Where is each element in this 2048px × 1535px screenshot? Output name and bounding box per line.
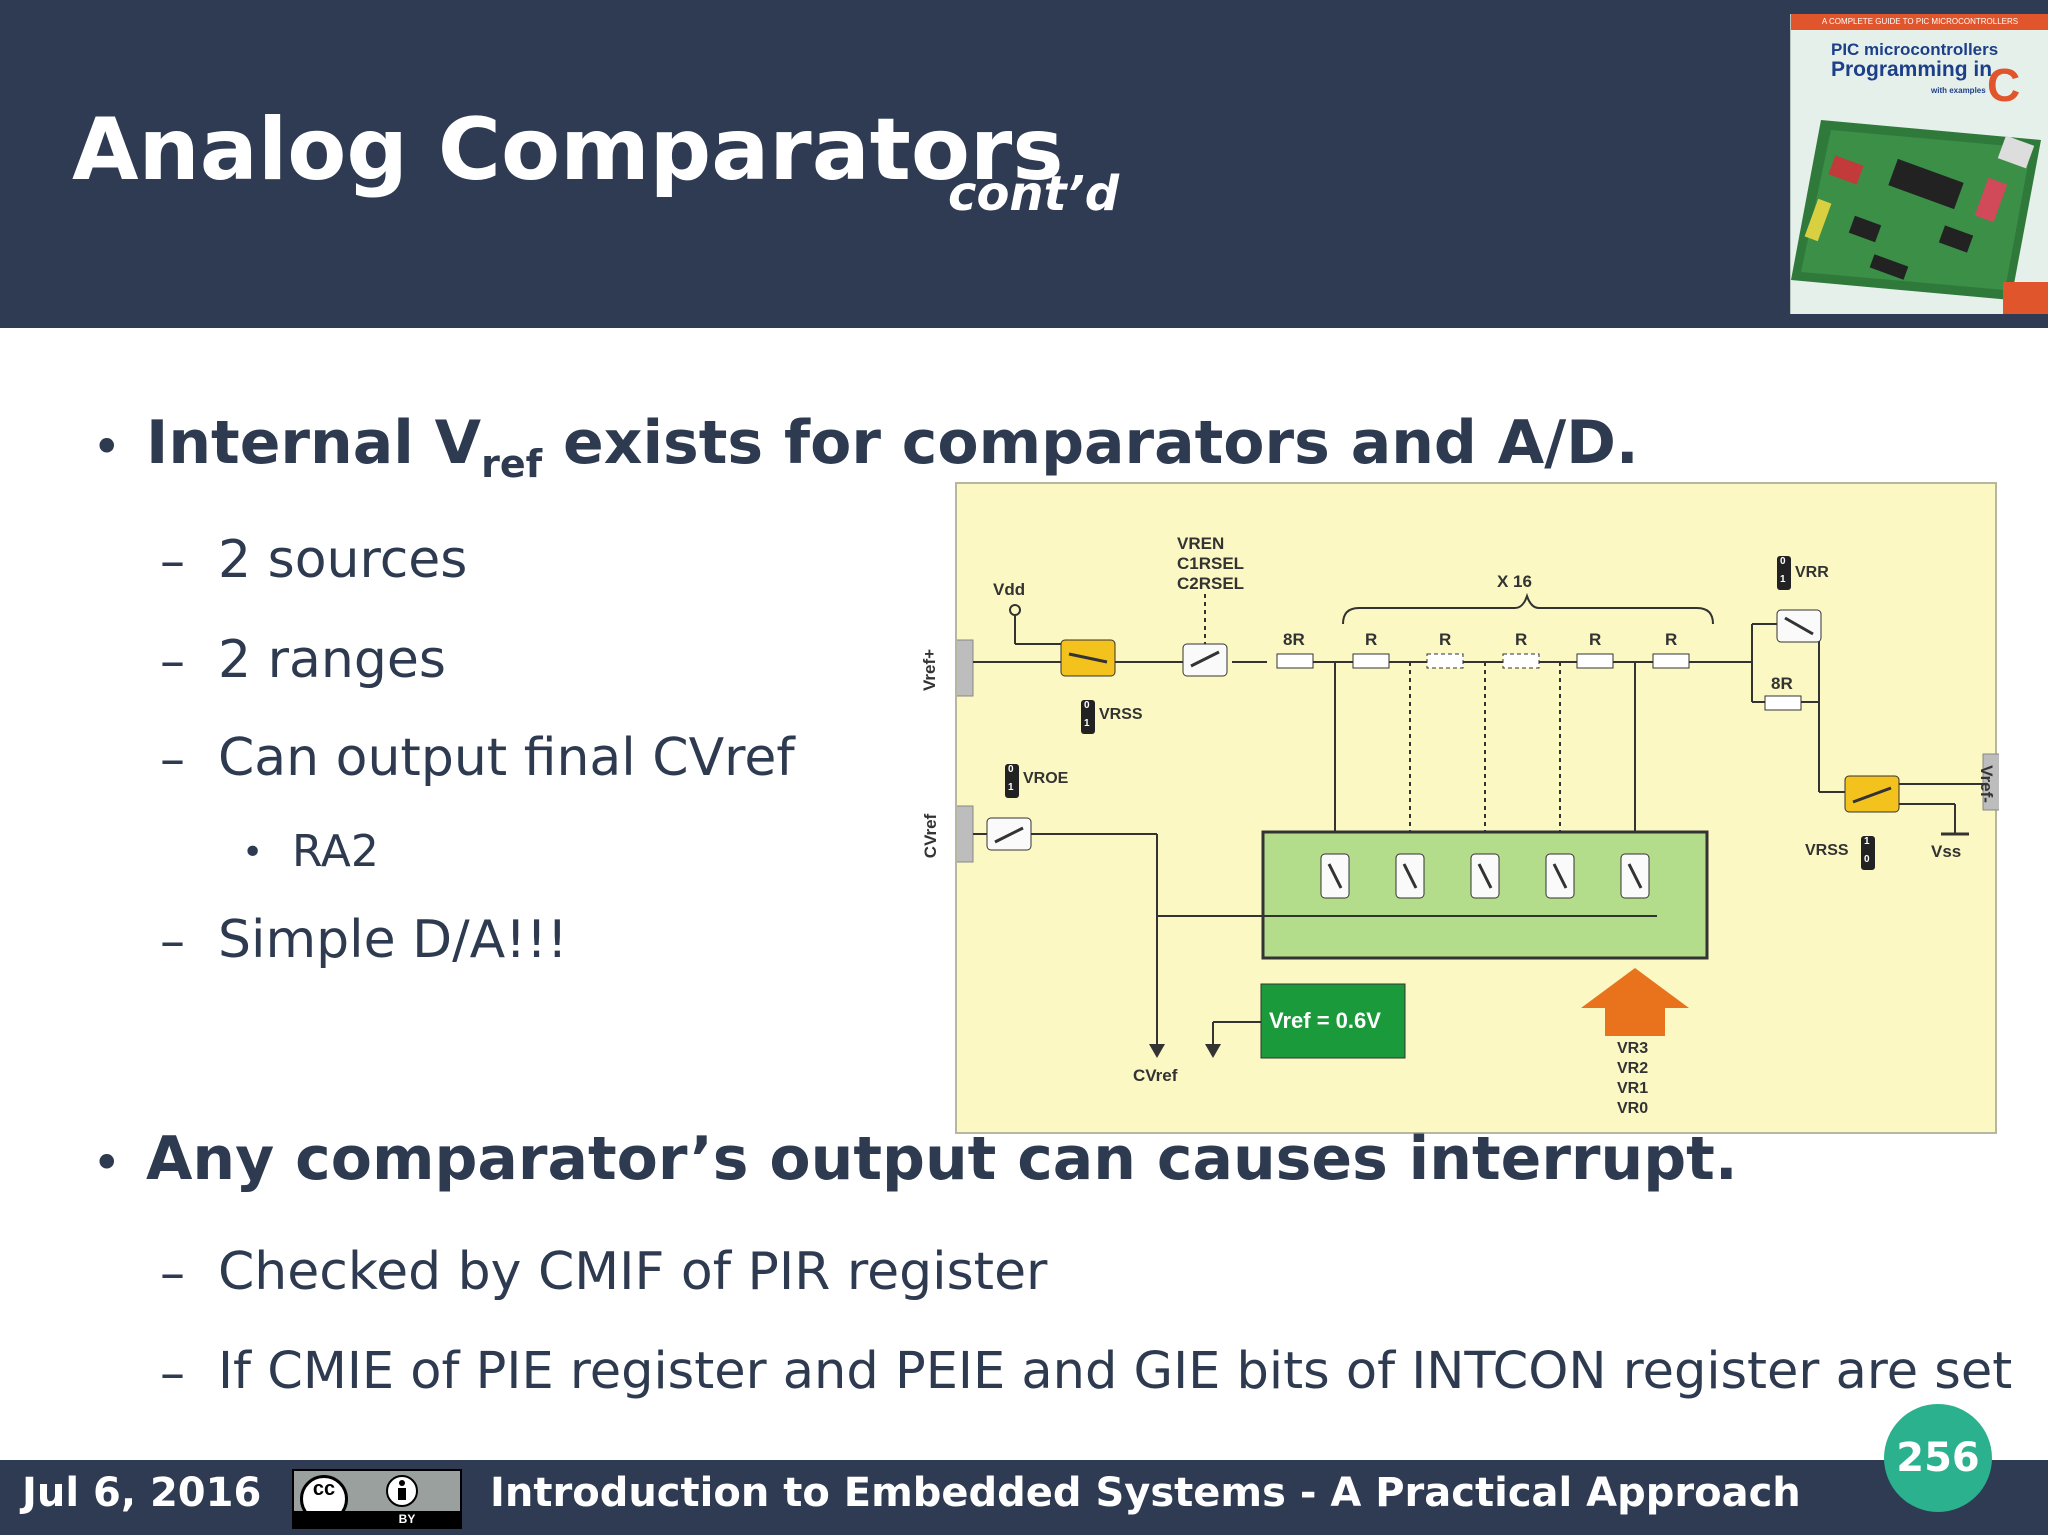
item-simple-da: Simple D/A!!! xyxy=(218,910,568,970)
bit-vrr-0: 0 xyxy=(1780,556,1786,567)
bullet-dot: • xyxy=(92,418,122,476)
book-cover-line3: with examples xyxy=(1931,86,1986,95)
label-r-2: R xyxy=(1439,630,1452,649)
vref-output-box: Vref = 0.6V xyxy=(1269,1008,1381,1033)
item-checked-by-cmif: Checked by CMIF of PIR register xyxy=(218,1242,1048,1302)
label-8r-top: 8R xyxy=(1283,630,1305,649)
sub-bullet-dot: • xyxy=(242,832,264,873)
vref-block-diagram: Vdd VREN C1RSEL C2RSEL X 16 VRR Vref+ Vr… xyxy=(920,482,1999,1134)
book-cover-corner-tab xyxy=(2003,282,2048,314)
label-vr1: VR1 xyxy=(1617,1080,1649,1097)
dash-marker: – xyxy=(160,912,185,970)
item-can-output-cvref: Can output final CVref xyxy=(218,728,795,788)
label-vr2: VR2 xyxy=(1617,1060,1649,1077)
bit-vrss-1: 1 xyxy=(1084,718,1090,729)
label-x16: X 16 xyxy=(1497,572,1532,591)
label-vr0: VR0 xyxy=(1617,1100,1649,1117)
footer-course-title: Introduction to Embedded Systems - A Pra… xyxy=(490,1470,1801,1516)
label-vdd: Vdd xyxy=(993,580,1026,599)
label-8r-right: 8R xyxy=(1771,674,1793,693)
label-r-4: R xyxy=(1589,630,1602,649)
item-cmie-condition: If CMIE of PIE register and PEIE and GIE… xyxy=(218,1342,2013,1401)
book-cover-line1: PIC microcontrollers xyxy=(1831,40,1999,59)
bullet-dot: • xyxy=(92,1134,122,1192)
item-2-ranges: 2 ranges xyxy=(218,630,446,690)
dash-marker: – xyxy=(160,1244,185,1302)
book-cover-tagline: A COMPLETE GUIDE TO PIC MICROCONTROLLERS xyxy=(1791,14,2048,30)
bullet-comparator-interrupt: Any comparator’s output can causes inter… xyxy=(146,1124,1738,1194)
circuit-board-illustration xyxy=(1791,120,2041,300)
bit-vroe-0: 0 xyxy=(1008,764,1014,775)
dash-marker: – xyxy=(160,632,185,690)
header-bar xyxy=(0,0,2048,328)
item-2-sources: 2 sources xyxy=(218,530,468,590)
bullet-internal-vref: Internal Vref exists for comparators and… xyxy=(146,408,1639,486)
label-r-1: R xyxy=(1365,630,1378,649)
label-vrss-top: VRSS xyxy=(1099,706,1143,723)
bullet-internal-vref-pre: Internal V xyxy=(146,408,482,478)
item-ra2: RA2 xyxy=(292,826,379,877)
bit-vroe-1: 1 xyxy=(1008,782,1014,793)
bit-vrr-1: 1 xyxy=(1780,574,1786,585)
label-c2rsel: C2RSEL xyxy=(1177,574,1245,593)
dash-marker: – xyxy=(160,730,185,788)
bit-vrss-right-1: 1 xyxy=(1864,836,1870,847)
dash-marker: – xyxy=(160,1344,185,1402)
label-r-3: R xyxy=(1515,630,1528,649)
slide-title-suffix: cont’d xyxy=(948,166,1120,222)
label-cvref-out: CVref xyxy=(1133,1066,1178,1085)
label-r-5: R xyxy=(1665,630,1678,649)
label-vren: VREN xyxy=(1177,534,1225,553)
cc-by-license-badge: cc BY xyxy=(292,1469,462,1529)
label-vrr: VRR xyxy=(1795,564,1829,581)
vref-subscript: ref xyxy=(481,442,543,486)
label-vrss-right: VRSS xyxy=(1805,842,1849,859)
label-vss: Vss xyxy=(1931,842,1962,861)
label-vroe: VROE xyxy=(1023,770,1069,787)
slide-title: Analog Comparators xyxy=(72,100,1064,200)
label-vr3: VR3 xyxy=(1617,1040,1649,1057)
book-cover-image: A COMPLETE GUIDE TO PIC MICROCONTROLLERS… xyxy=(1790,14,2048,314)
bit-vrss-0: 0 xyxy=(1084,700,1090,711)
by-label: BY xyxy=(294,1511,460,1527)
book-cover-line2: Programming in xyxy=(1831,58,1993,81)
label-c1rsel: C1RSEL xyxy=(1177,554,1245,573)
footer-date: Jul 6, 2016 xyxy=(22,1470,262,1516)
bit-vrss-right-0: 0 xyxy=(1864,854,1870,865)
dash-marker: – xyxy=(160,532,185,590)
book-cover-c-letter: C xyxy=(1987,59,2021,111)
person-icon xyxy=(386,1475,418,1507)
bullet-internal-vref-post: exists for comparators and A/D. xyxy=(542,408,1639,478)
label-vref-minus: Vref- xyxy=(1976,765,1996,803)
page-number-badge: 256 xyxy=(1884,1404,1992,1512)
label-cvref-pin: CVref xyxy=(921,813,941,859)
label-vref-plus: Vref+ xyxy=(920,648,940,692)
